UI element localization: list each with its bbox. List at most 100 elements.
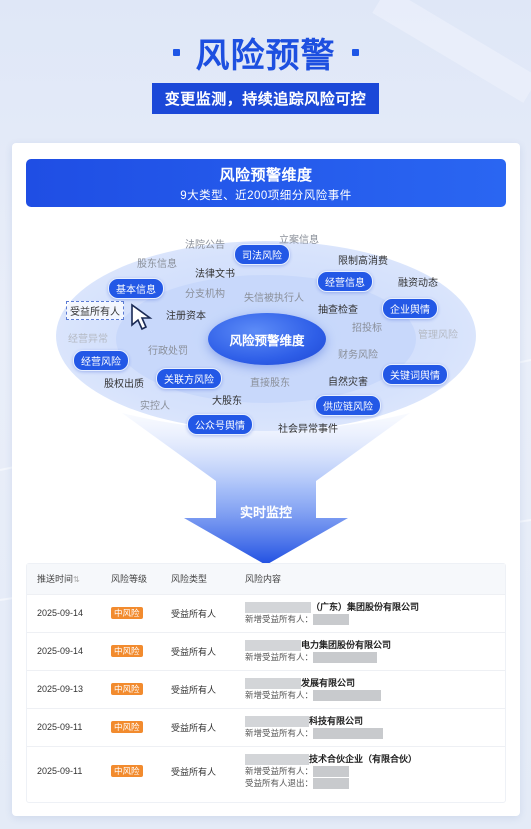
label-spot-check: 抽查检查 [318, 305, 358, 316]
label-dishonest: 失信被执行人 [244, 293, 304, 304]
risk-card: 风险预警维度 9大类型、近200项细分风险事件 风险预警维度 法院公告 立案信息… [12, 143, 520, 816]
page-header: 风险预警 变更监测，持续追踪风险可控 [0, 28, 531, 114]
pill-related-party-risk[interactable]: 关联方风险 [156, 368, 222, 389]
label-social-abnormal: 社会异常事件 [278, 424, 338, 435]
cell-level: 中风险 [101, 745, 161, 796]
header-risk-level: 风险等级 [101, 564, 161, 594]
cell-type: 受益所有人 [161, 745, 235, 796]
content-line: 新增受益所有人： [245, 690, 314, 700]
risk-badge: 中风险 [111, 721, 143, 733]
cell-date: 2025-09-11 [27, 745, 101, 796]
banner-title: 风险预警维度 [219, 167, 313, 184]
label-branches: 分支机构 [185, 289, 225, 300]
redacted-block [313, 765, 350, 777]
pill-keyword-opinion[interactable]: 关键词舆情 [382, 364, 448, 385]
pill-business-info[interactable]: 经营信息 [317, 271, 373, 292]
content-line: 新增受益所有人： [245, 728, 314, 738]
content-line: 受益所有人退出： [245, 778, 314, 789]
content-line: 新增受益所有人： [245, 766, 314, 777]
label-legal-docs: 法律文书 [195, 269, 235, 280]
risk-badge: 中风险 [111, 765, 143, 778]
dimension-banner: 风险预警维度 9大类型、近200项细分风险事件 [26, 159, 506, 207]
pill-supply-chain-risk[interactable]: 供应链风险 [315, 395, 381, 416]
cell-level: 中风险 [101, 669, 161, 708]
company-name: 发展有限公司 [301, 678, 356, 688]
cursor-icon [131, 303, 153, 331]
redacted-block [313, 727, 384, 739]
content-line: 新增受益所有人： [245, 652, 314, 662]
cell-type: 受益所有人 [161, 593, 235, 632]
cell-level: 中风险 [101, 631, 161, 670]
page-title: 风险预警 [195, 36, 336, 76]
redacted-block [313, 777, 350, 789]
header-push-time[interactable]: 推送时间⇅ [27, 564, 101, 594]
label-natural-disaster: 自然灾害 [328, 377, 368, 388]
risk-badge: 中风险 [111, 683, 143, 695]
label-case-filing: 立案信息 [279, 235, 319, 246]
cell-level: 中风险 [101, 707, 161, 746]
cell-content: （广东）集团股份有限公司 新增受益所有人： [235, 593, 505, 632]
table-row[interactable]: 2025-09-11 中风险 受益所有人 技术合伙企业（有限合伙） 新增受益所有… [27, 745, 505, 796]
label-admin-penalty: 行政处罚 [148, 346, 188, 357]
title-dot-left [172, 49, 180, 56]
risk-badge: 中风险 [111, 607, 143, 619]
cell-level: 中风险 [101, 593, 161, 632]
label-court-notice: 法院公告 [185, 240, 225, 251]
cell-content: 发展有限公司 新增受益所有人： [235, 669, 505, 708]
company-name: （广东）集团股份有限公司 [311, 602, 420, 612]
dimension-diagram: 风险预警维度 法院公告 立案信息 司法风险 股东信息 限制高消费 法律文书 经营… [12, 213, 520, 563]
cell-date: 2025-09-13 [27, 669, 101, 708]
redacted-block [313, 613, 350, 625]
realtime-monitor-label: 实时监控 [239, 505, 292, 520]
page-subtitle: 变更监测，持续追踪风险可控 [151, 83, 380, 114]
redacted-block [313, 689, 382, 701]
cell-type: 受益所有人 [161, 631, 235, 670]
cell-date: 2025-09-14 [27, 593, 101, 632]
redacted-block [245, 639, 301, 651]
pill-enterprise-opinion[interactable]: 企业舆情 [382, 298, 438, 319]
sort-icon[interactable]: ⇅ [73, 575, 80, 585]
label-abnormal-operation: 经营异常 [68, 334, 108, 345]
redacted-block [313, 651, 378, 663]
pill-operating-risk[interactable]: 经营风险 [73, 350, 129, 371]
header-risk-content: 风险内容 [235, 564, 505, 594]
label-beneficial-owner: 受益所有人 [66, 301, 124, 320]
center-node: 风险预警维度 [208, 313, 326, 365]
redacted-block [245, 677, 301, 689]
label-shareholder-info: 股东信息 [137, 259, 177, 270]
label-management-risk: 管理风险 [418, 330, 458, 341]
table-row[interactable]: 2025-09-14 中风险 受益所有人 电力集团股份有限公司 新增受益所有人： [27, 631, 505, 670]
redacted-block [245, 715, 309, 727]
label-bidding: 招投标 [352, 323, 382, 334]
funnel-graphic [122, 413, 410, 563]
label-registered-capital: 注册资本 [166, 311, 206, 322]
pill-judicial-risk[interactable]: 司法风险 [234, 244, 290, 265]
title-dot-right [351, 49, 359, 56]
company-name: 技术合伙企业（有限合伙） [309, 754, 418, 765]
cell-content: 科技有限公司 新增受益所有人： [235, 707, 505, 746]
content-line: 新增受益所有人： [245, 614, 314, 624]
redacted-block [245, 601, 311, 613]
header-push-time-label: 推送时间 [37, 574, 74, 585]
banner-subtitle: 9大类型、近200项细分风险事件 [180, 190, 352, 202]
label-direct-shareholder: 直接股东 [250, 378, 290, 389]
label-financial-risk: 财务风险 [338, 350, 378, 361]
table-row[interactable]: 2025-09-11 中风险 受益所有人 科技有限公司 新增受益所有人： [27, 707, 505, 746]
company-name: 科技有限公司 [309, 716, 364, 726]
cell-date: 2025-09-14 [27, 631, 101, 670]
label-consumption-limit: 限制高消费 [338, 256, 388, 267]
table-header-row: 推送时间⇅ 风险等级 风险类型 风险内容 [27, 564, 505, 594]
table-row[interactable]: 2025-09-14 中风险 受益所有人 （广东）集团股份有限公司 新增受益所有… [27, 593, 505, 632]
risk-table: 推送时间⇅ 风险等级 风险类型 风险内容 2025-09-14 中风险 受益所有… [26, 563, 506, 803]
pill-wechat-opinion[interactable]: 公众号舆情 [187, 414, 253, 435]
pill-basic-info[interactable]: 基本信息 [108, 278, 164, 299]
cell-content: 技术合伙企业（有限合伙） 新增受益所有人： 受益所有人退出： [235, 745, 505, 796]
label-equity-pledge: 股权出质 [104, 379, 144, 390]
label-actual-controller: 实控人 [140, 401, 170, 412]
table-row[interactable]: 2025-09-13 中风险 受益所有人 发展有限公司 新增受益所有人： [27, 669, 505, 708]
risk-badge: 中风险 [111, 645, 143, 657]
cell-type: 受益所有人 [161, 707, 235, 746]
redacted-block [245, 753, 309, 765]
company-name: 电力集团股份有限公司 [301, 640, 392, 650]
cell-content: 电力集团股份有限公司 新增受益所有人： [235, 631, 505, 670]
